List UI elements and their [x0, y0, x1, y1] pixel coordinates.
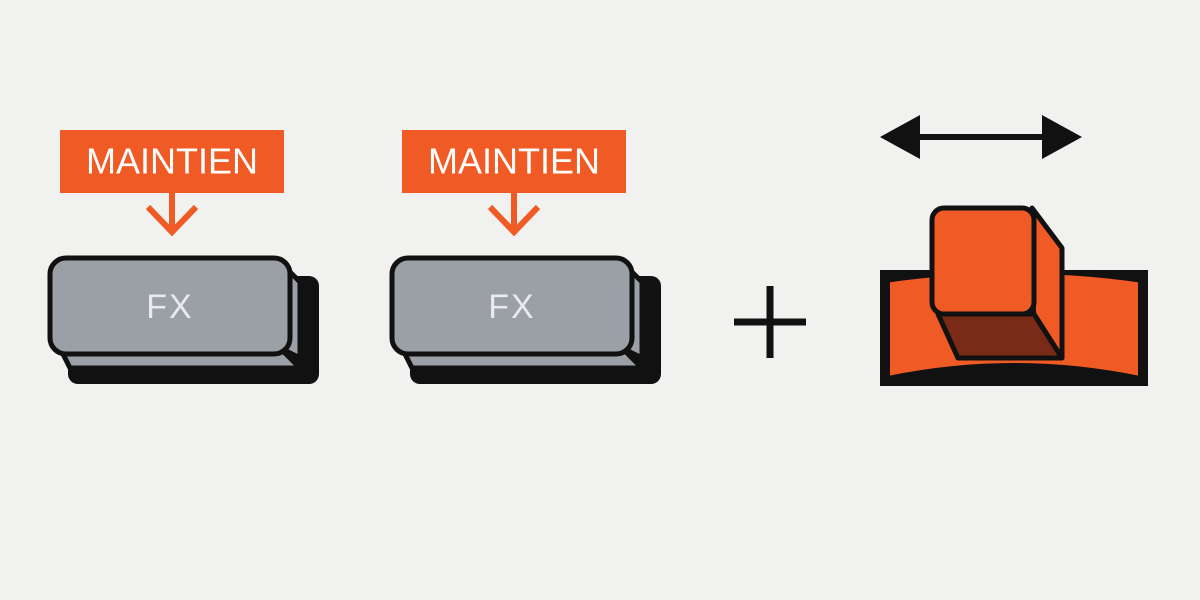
fx-key-2: FX [389, 255, 661, 384]
fx-key-1: FX [47, 255, 319, 384]
hold-label-1: MAINTIEN [60, 130, 284, 193]
hold-label-text: MAINTIEN [86, 141, 258, 182]
hold-label-2: MAINTIEN [402, 130, 626, 193]
fader-knob [929, 205, 1065, 361]
fx-key-label: FX [146, 288, 193, 326]
down-arrow-icon [145, 193, 199, 237]
crossfader-icon [880, 205, 1148, 386]
left-right-arrow-icon [880, 115, 1082, 159]
plus-icon [734, 286, 806, 358]
step-1: MAINTIEN FX [47, 130, 319, 384]
fx-key-label: FX [488, 288, 535, 326]
hold-label-text: MAINTIEN [428, 141, 600, 182]
down-arrow-icon [487, 193, 541, 237]
step-2: MAINTIEN FX [389, 130, 661, 384]
